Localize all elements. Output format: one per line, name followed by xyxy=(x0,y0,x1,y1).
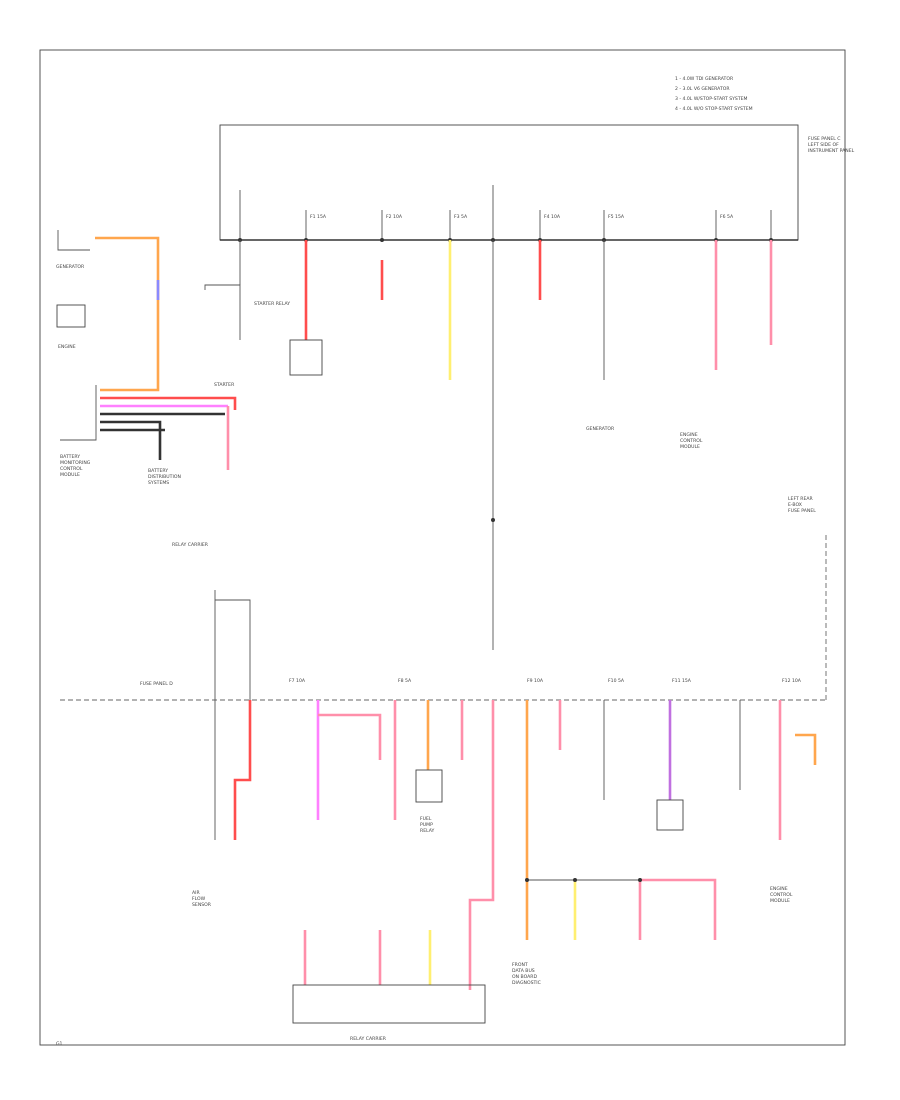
diagram-frame xyxy=(39,49,846,1046)
legend: 1 - 4.0W TDI GENERATOR 2 - 3.0L V6 GENER… xyxy=(675,76,753,112)
bottom-fuse-label-3: F9 10A xyxy=(527,678,544,684)
bottom-fuse-panel-label: FUSE PANEL D xyxy=(140,681,173,687)
top-fuse-label-3: F3 5A xyxy=(454,214,468,220)
top-fuse-label-6: F6 5A xyxy=(720,214,734,220)
bottom-fuse-label-1: F7 10A xyxy=(289,678,306,684)
legend-item-2: 2 - 3.0L V6 GENERATOR xyxy=(675,86,730,92)
engine-box xyxy=(56,304,86,328)
relay-carrier-box xyxy=(292,984,486,1024)
starter-relay-label: STARTER RELAY xyxy=(254,301,290,307)
bottom-fuse-label-5: F11 15A xyxy=(672,678,692,684)
ground-label-1: G1 xyxy=(56,1041,63,1047)
wire-orange-generator xyxy=(95,236,160,392)
bottom-fuses: F7 10A F8 5A F9 10A F10 5A F11 15A F12 1… xyxy=(289,678,802,684)
top-fuse-panel xyxy=(219,124,799,241)
top-fuse-label-1: F1 15A xyxy=(310,214,327,220)
relay-carrier-bottom-label: RELAY CARRIER xyxy=(350,1036,387,1042)
wire-red-battery xyxy=(100,396,237,410)
engine-label: ENGINE xyxy=(58,344,76,350)
generator-label-right: GENERATOR xyxy=(586,426,615,432)
relay-carrier-label: RELAY CARRIER xyxy=(172,542,209,548)
bottom-fuse-label-2: F8 5A xyxy=(398,678,412,684)
top-fuse-label-2: F2 10A xyxy=(386,214,403,220)
generator-label: GENERATOR xyxy=(56,264,85,270)
top-fuse-label-5: F5 15A xyxy=(608,214,625,220)
starter-label: STARTER xyxy=(214,382,235,388)
bottom-fuse-label-4: F10 5A xyxy=(608,678,625,684)
bottom-fuse-label-6: F12 10A xyxy=(782,678,802,684)
legend-item-4: 4 - 4.0L W/O STOP-START SYSTEM xyxy=(675,106,753,112)
top-fuse-label-4: F4 10A xyxy=(544,214,561,220)
legend-item-3: 3 - 4.0L W/STOP-START SYSTEM xyxy=(675,96,748,102)
legend-item-1: 1 - 4.0W TDI GENERATOR xyxy=(675,76,734,82)
top-fuses: F1 15A F2 10A F3 5A F4 10A F5 15A F6 5A xyxy=(238,185,773,242)
